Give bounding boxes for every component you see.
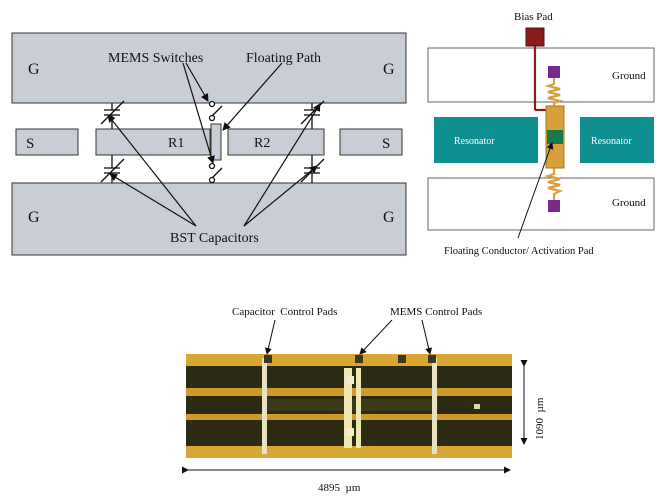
activation-pad (547, 130, 563, 144)
bst-capacitor-arrows (107, 103, 321, 227)
chip-pad-3 (398, 355, 406, 363)
floating-path-arrow (222, 62, 283, 131)
g-label-top-left: G (28, 61, 40, 78)
r2-label: R2 (254, 136, 270, 151)
serpentine-top (544, 78, 564, 108)
bst-capacitor-bottom-left (100, 155, 125, 183)
signal-left-bar (15, 128, 79, 156)
resonator-label-right: Resonator (591, 136, 632, 147)
resonator-block-left (434, 117, 538, 163)
bias-pad-label: Bias Pad (514, 11, 553, 23)
chip-vertical-line-2 (344, 368, 352, 448)
control-pad-bottom (548, 200, 560, 212)
ground-label-top: Ground (612, 70, 646, 82)
s-label-right: S (382, 136, 390, 152)
bst-capacitor-top-left (100, 100, 125, 129)
bst-capacitors-label: BST Capacitors (170, 231, 259, 246)
chip-pad-2 (355, 355, 363, 363)
chip-photo: Capacitor Control Pads MEMS Control Pads… (182, 306, 546, 494)
floating-conductor-arrow (517, 142, 554, 239)
chip-vertical-line-3 (356, 368, 361, 448)
resonator-r2-bar (227, 128, 325, 156)
mems-switch-bottom (208, 162, 223, 184)
resonator-block-right (580, 117, 654, 163)
ground-bottom-bar (11, 182, 407, 256)
mems-switch-arrows (182, 62, 215, 164)
control-pad-top (548, 66, 560, 78)
floating-conductor-label: Floating Conductor/ Activation Pad (444, 246, 594, 257)
floating-path-label: Floating Path (246, 51, 321, 66)
serpentine-bottom (544, 168, 564, 200)
r1-label: R1 (168, 136, 184, 151)
signal-right-bar (339, 128, 403, 156)
chip-pad-1 (264, 355, 272, 363)
ground-top-bar (11, 32, 407, 104)
mems-control-pads-label: MEMS Control Pads (390, 306, 482, 318)
mems-switch-top (208, 100, 223, 122)
s-label-left: S (26, 136, 34, 152)
schematic-diagram: G G G G S S R1 R2 MEMS Switches Floating… (11, 32, 407, 256)
ground-label-bottom: Ground (612, 197, 646, 209)
bias-pad (525, 27, 545, 47)
mems-pads-arrow-right (421, 319, 433, 355)
resonator-r1-bar (95, 128, 211, 156)
capacitor-pads-arrow (264, 319, 276, 355)
g-label-bottom-left: G (28, 209, 40, 226)
mems-pads-arrow-left (359, 319, 393, 355)
height-dimension-label: 1090 µm (534, 397, 546, 440)
chip-vertical-line-4 (432, 358, 437, 454)
capacitor-control-pads-label: Capacitor Control Pads (232, 306, 337, 318)
ground-plane-bottom (427, 177, 655, 231)
g-label-bottom-right: G (383, 209, 395, 226)
chip-pad-4 (428, 355, 436, 363)
floating-path-bar (210, 123, 222, 161)
ground-plane-top (427, 47, 655, 103)
chip-vertical-line-1 (262, 358, 267, 454)
g-label-top-right: G (383, 61, 395, 78)
width-dimension-label: 4895 µm (318, 482, 361, 494)
resonator-layout-diagram: Bias Pad Ground Ground Resonator Resonat… (427, 11, 655, 257)
resonator-label-left: Resonator (454, 136, 495, 147)
mems-switches-label: MEMS Switches (108, 51, 203, 66)
